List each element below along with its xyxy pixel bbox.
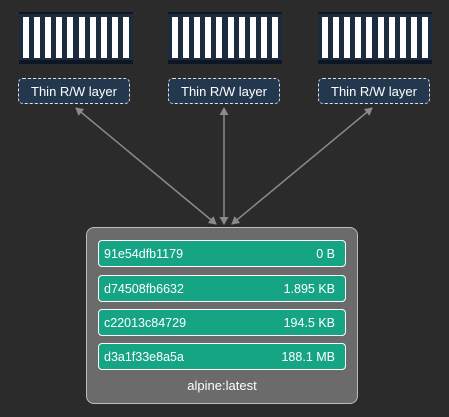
layer-id: d74508fb6632 [104, 281, 184, 296]
container-icon [318, 12, 432, 64]
arrow [75, 107, 217, 225]
arrow [231, 107, 373, 225]
thin-rw-layer-label: Thin R/W layer [168, 78, 280, 104]
image-layer-row: d3a1f33e8a5a 188.1 MB [98, 343, 346, 370]
layer-size: 1.895 KB [283, 281, 335, 296]
thin-rw-layer-label: Thin R/W layer [318, 78, 430, 104]
layer-size: 0 B [316, 246, 335, 261]
layer-id: c22013c84729 [104, 315, 187, 330]
container-icon [168, 12, 282, 64]
container-icon [19, 12, 133, 64]
image-name: alpine:latest [187, 378, 257, 393]
image-layer-row: c22013c84729 194.5 KB [98, 309, 346, 336]
image-layer-row: d74508fb6632 1.895 KB [98, 275, 346, 302]
layer-size: 188.1 MB [281, 349, 335, 364]
layer-size: 194.5 KB [283, 315, 335, 330]
image-box: 91e54dfb1179 0 B d74508fb6632 1.895 KB c… [86, 227, 358, 404]
layer-id: 91e54dfb1179 [104, 246, 184, 261]
layer-id: d3a1f33e8a5a [104, 349, 184, 364]
image-layer-row: 91e54dfb1179 0 B [98, 240, 346, 267]
thin-rw-layer-label: Thin R/W layer [18, 78, 130, 104]
